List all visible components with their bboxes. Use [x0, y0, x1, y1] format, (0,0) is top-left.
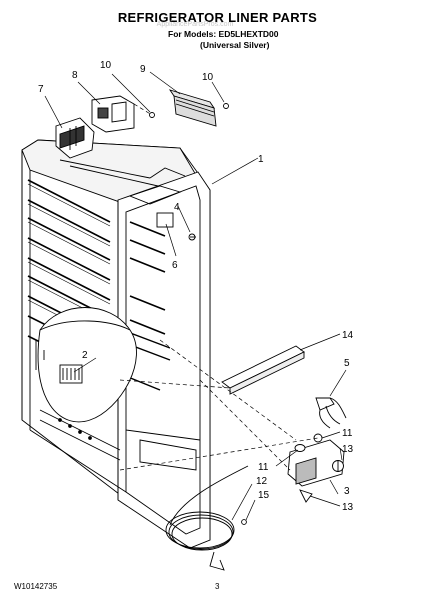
callout-2: 2	[82, 350, 88, 361]
watermark: AppliancePartsPros.com	[156, 21, 234, 28]
liner-cabinet	[21, 139, 211, 549]
callout-8: 8	[72, 70, 78, 81]
part-9-strip	[168, 89, 217, 127]
callout-14: 14	[342, 330, 354, 341]
callout-12: 12	[256, 476, 268, 487]
callout-3: 3	[344, 486, 350, 497]
part-3-light-housing	[287, 433, 345, 503]
part-5-harness	[315, 397, 347, 429]
part-7-housing	[55, 117, 95, 159]
callout-10-top-left: 10	[100, 60, 112, 71]
assembly-lines	[119, 103, 319, 471]
color-line: (Universal Silver)	[200, 40, 270, 50]
callout-5: 5	[344, 358, 350, 369]
callout-11-right: 11	[342, 428, 353, 439]
callout-7: 7	[38, 84, 44, 95]
callout-15: 15	[258, 490, 270, 501]
page-number: 3	[215, 582, 220, 591]
callout-10-top-right: 10	[202, 72, 214, 83]
part-14-cover	[221, 345, 305, 395]
callout-4: 4	[174, 202, 180, 213]
callout-9: 9	[140, 64, 146, 75]
part-12-wire-coil	[165, 465, 249, 571]
document-number: W10142735	[14, 582, 58, 591]
callout-11-left: 11	[258, 462, 269, 473]
leader-lines	[44, 71, 347, 521]
callout-13-top: 13	[342, 444, 354, 455]
callout-labels: 7 8 10 9 10 1 4 6 14 5 2 11 13 11 12 15 …	[38, 60, 354, 513]
models-line: For Models: ED5LHEXTD00	[168, 29, 279, 39]
part-8-bracket	[91, 95, 135, 133]
callout-1: 1	[258, 154, 264, 165]
page-title: REFRIGERATOR LINER PARTS	[117, 10, 318, 25]
callout-6: 6	[172, 260, 178, 271]
callout-13-bottom: 13	[342, 502, 354, 513]
